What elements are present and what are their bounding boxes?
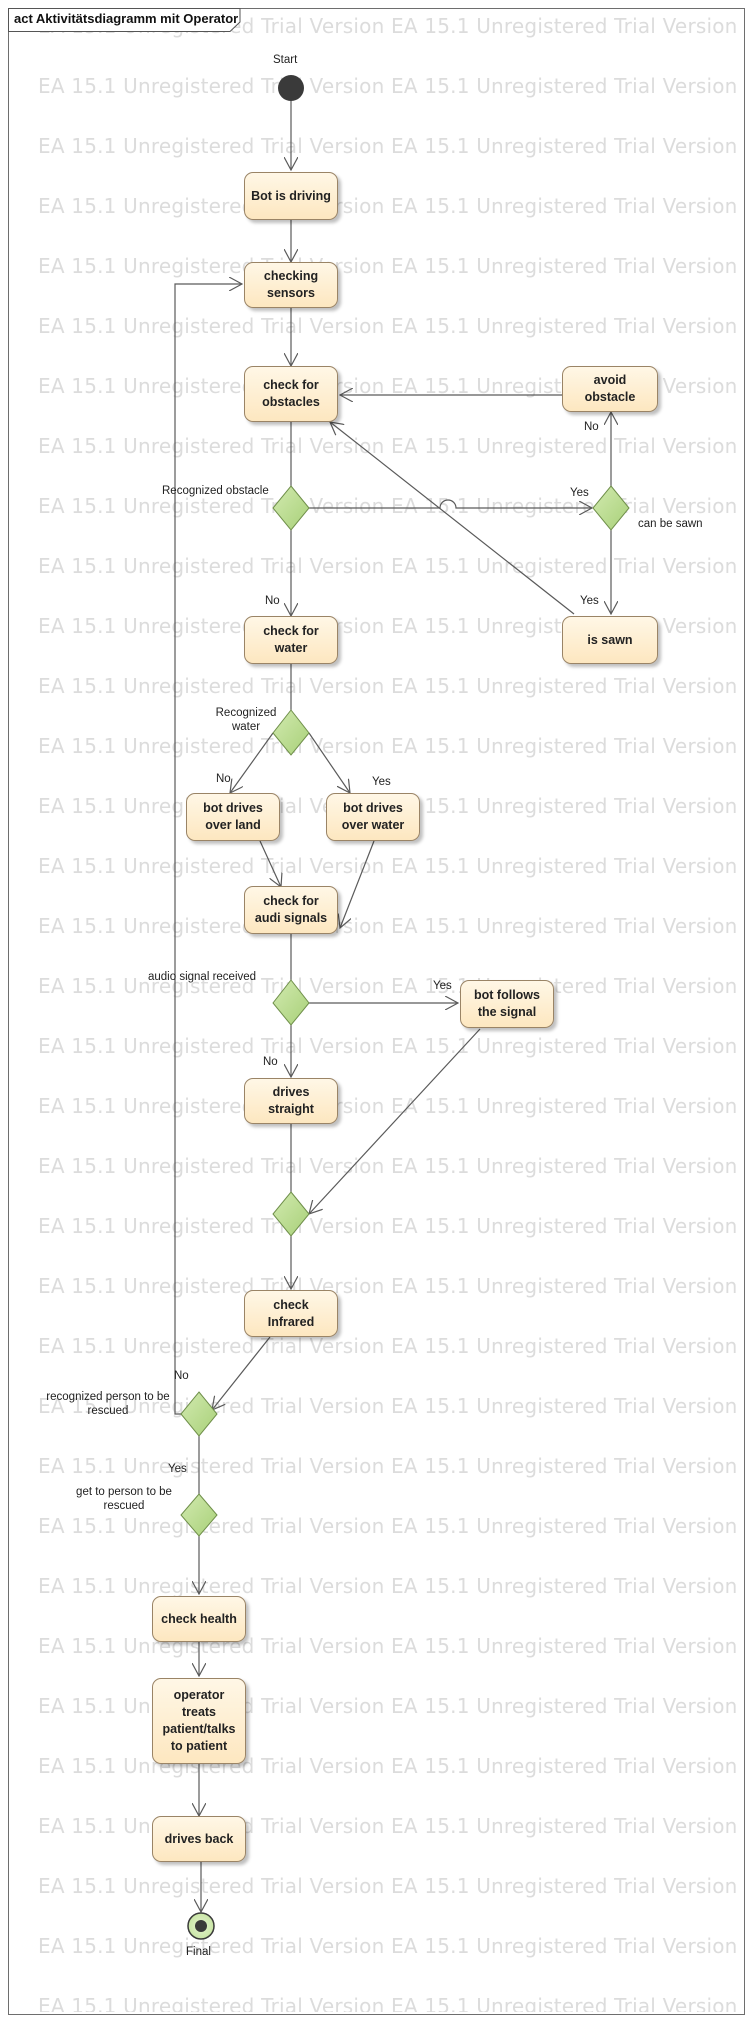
action-checking-sensors: checking sensors xyxy=(244,262,338,308)
watermark-row: EA 15.1 Unregistered Trial Version EA 15… xyxy=(38,554,738,578)
decision-audio xyxy=(272,979,310,1026)
action-follows-signal: bot follows the signal xyxy=(460,980,554,1028)
edge-person-no-loop xyxy=(174,284,242,1415)
action-check-health: check health xyxy=(152,1596,246,1642)
action-drives-straight: drives straight xyxy=(244,1078,338,1124)
edge-land-to-audio xyxy=(259,840,281,887)
start-label: Start xyxy=(273,54,298,66)
final-label: Final xyxy=(186,1946,211,1958)
action-drives-land: bot drives over land xyxy=(186,793,280,841)
final-node-core xyxy=(195,1920,207,1932)
edge-water-yes xyxy=(308,732,350,793)
watermark-row: EA 15.1 Unregistered Trial Version EA 15… xyxy=(38,194,738,218)
watermark-row: EA 15.1 Unregistered Trial Version EA 15… xyxy=(38,1514,738,1538)
watermark-row: EA 15.1 Unregistered Trial Version EA 15… xyxy=(38,1094,738,1118)
watermark-row: EA 15.1 Unregistered Trial Version EA 15… xyxy=(38,1154,738,1178)
watermark-row: EA 15.1 Unregistered Trial Version EA 15… xyxy=(38,914,738,938)
action-drives-water: bot drives over water xyxy=(326,793,420,841)
watermark-row: EA 15.1 Unregistered Trial Version EA 15… xyxy=(38,134,738,158)
guard-get-to-person: get to person to be rescued xyxy=(76,1486,172,1512)
action-check-obstacles: check for obstacles xyxy=(244,366,338,422)
guard-obstacle-yes: Yes xyxy=(570,487,589,499)
watermark-row: EA 15.1 Unregistered Trial Version EA 15… xyxy=(38,1574,738,1598)
watermark-row: EA 15.1 Unregistered Trial Version EA 15… xyxy=(38,854,738,878)
tab-shape xyxy=(8,8,241,32)
guard-sawn-no: No xyxy=(584,421,599,433)
watermark-row: EA 15.1 Unregistered Trial Version EA 15… xyxy=(38,434,738,458)
diagram-title: act Aktivitätsdiagramm mit Operator xyxy=(14,11,239,26)
edge-wat-to-audio xyxy=(340,840,375,928)
guard-audio-received: audio signal received xyxy=(148,971,257,983)
watermark-row: EA 15.1 Unregistered Trial Version EA 15… xyxy=(38,1874,738,1898)
guard-person-rescue: recognized person to be rescued xyxy=(46,1391,170,1417)
guard-recognized-obstacle: Recognized obstacle xyxy=(162,485,269,497)
guard-audio-no: No xyxy=(263,1056,278,1068)
edge-signal-to-merge xyxy=(309,1028,481,1214)
watermark-row: EA 15.1 Unregistered Trial Version EA 15… xyxy=(38,1934,738,1958)
watermark-row: EA 15.1 Unregistered Trial Version EA 15… xyxy=(38,674,738,698)
watermark-row: EA 15.1 Unregistered Trial Version EA 15… xyxy=(38,314,738,338)
watermark-row: EA 15.1 Unregistered Trial Version EA 15… xyxy=(38,974,738,998)
edge-obstacle-yes xyxy=(309,499,592,508)
decision-person xyxy=(180,1391,218,1437)
diagram-frame xyxy=(8,8,745,2015)
watermark-row: EA 15.1 Unregistered Trial Version EA 15… xyxy=(38,1394,738,1418)
guard-recognized-water: Recognized water xyxy=(215,707,277,733)
guard-audio-yes: Yes xyxy=(433,980,452,992)
guard-person-yes: Yes xyxy=(168,1463,187,1475)
edge-infrared-to-person xyxy=(212,1336,271,1410)
action-check-audio: check for audi signals xyxy=(244,886,338,934)
watermark-row: EA 15.1 Unregistered Trial Version EA 15… xyxy=(38,254,738,278)
watermark-row: EA 15.1 Unregistered Trial Version EA 15… xyxy=(38,1034,738,1058)
action-bot-driving: Bot is driving xyxy=(244,172,338,220)
watermark-row: EA 15.1 Unregistered Trial Version EA 15… xyxy=(38,1454,738,1478)
action-avoid-obstacle: avoid obstacle xyxy=(562,366,658,412)
edge-issawn-to-obstacles xyxy=(330,422,575,615)
guard-water-yes: Yes xyxy=(372,776,391,788)
decision-get-to-person xyxy=(180,1493,218,1537)
decision-water xyxy=(272,709,310,756)
label-can-be-sawn: can be sawn xyxy=(638,518,703,530)
watermark-row: EA 15.1 Unregistered Trial Version EA 15… xyxy=(38,74,738,98)
guard-obstacle-no: No xyxy=(265,595,280,607)
start-node xyxy=(278,75,304,101)
watermark-row: EA 15.1 Unregistered Trial Version EA 15… xyxy=(38,1994,738,2012)
guard-person-no: No xyxy=(174,1370,189,1382)
edge-water-no xyxy=(230,732,274,793)
action-drives-back: drives back xyxy=(152,1816,246,1862)
decision-merge xyxy=(272,1191,310,1237)
watermark-row: EA 15.1 Unregistered Trial Version EA 15… xyxy=(38,1274,738,1298)
action-is-sawn: is sawn xyxy=(562,616,658,664)
watermark-row: EA 15.1 Unregistered Trial Version EA 15… xyxy=(38,734,738,758)
action-check-infrared: check Infrared xyxy=(244,1290,338,1337)
guard-water-no: No xyxy=(216,773,231,785)
watermark-row: EA 15.1 Unregistered Trial Version EA 15… xyxy=(38,1334,738,1358)
watermark-row: EA 15.1 Unregistered Trial Version EA 15… xyxy=(38,1214,738,1238)
guard-sawn-yes: Yes xyxy=(580,595,599,607)
decision-obstacle xyxy=(272,485,310,531)
action-operator-treats: operator treats patient/talks to patient xyxy=(152,1678,246,1764)
decision-can-be-sawn xyxy=(592,485,630,531)
action-check-water: check for water xyxy=(244,616,338,664)
